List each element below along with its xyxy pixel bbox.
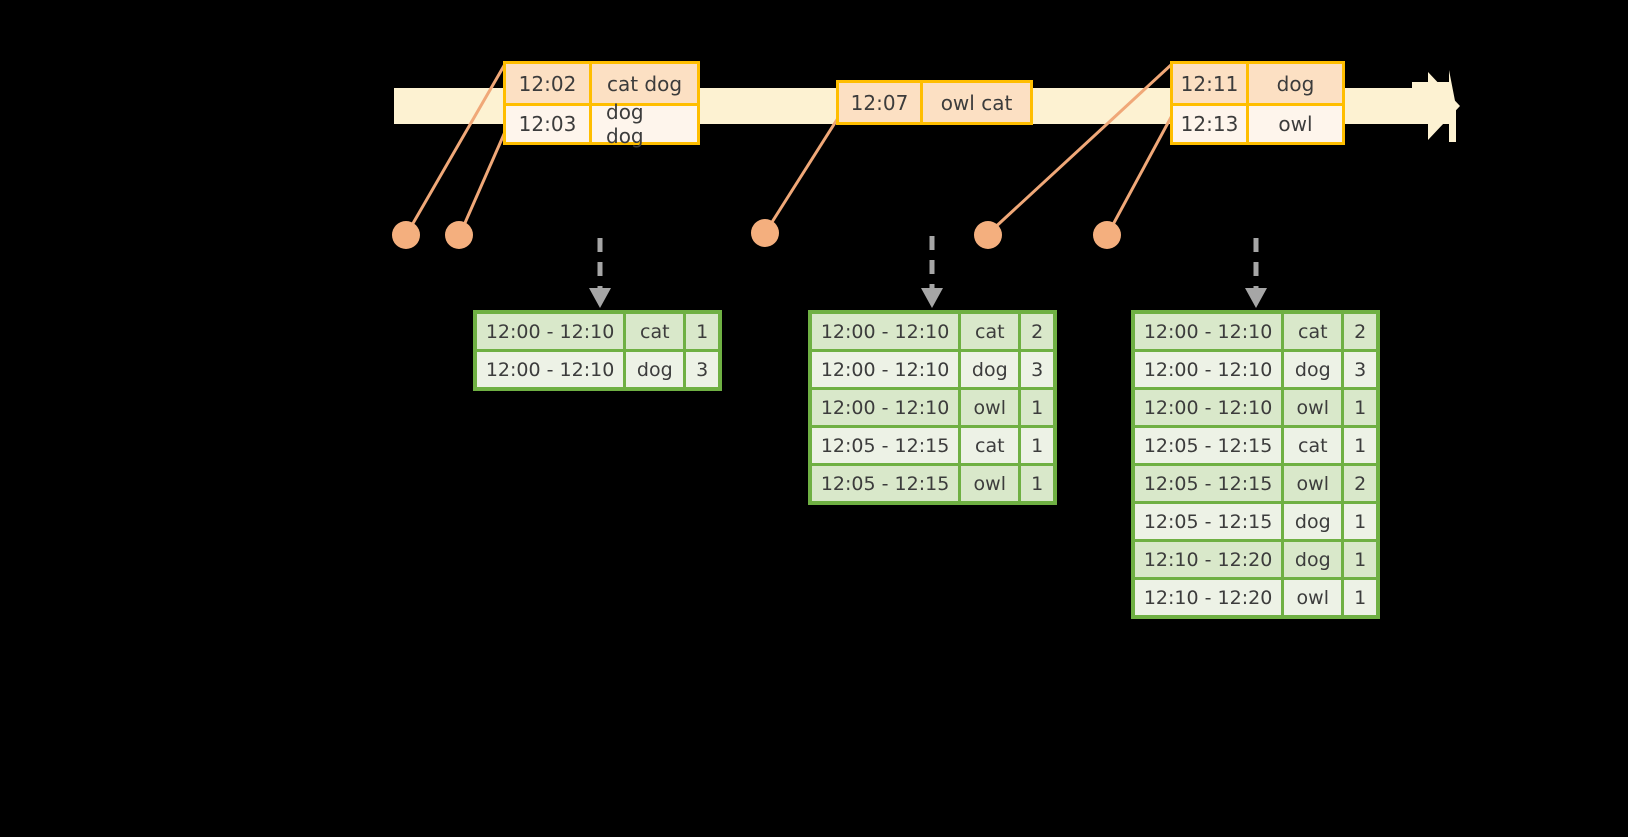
window-cell: 12:00 - 12:10 — [812, 390, 959, 425]
window-cell: 12:10 - 12:20 — [1135, 580, 1282, 615]
count-cell: 2 — [1021, 314, 1053, 349]
event-row: 12:02 cat dog — [506, 64, 697, 103]
connector-line-3 — [765, 117, 840, 231]
event-dot-1 — [392, 221, 420, 249]
count-cell: 1 — [1344, 504, 1376, 539]
count-cell: 1 — [1344, 428, 1376, 463]
event-words: cat dog — [606, 71, 683, 96]
connector-line-5 — [1107, 107, 1178, 233]
dashed-arrow-2 — [921, 236, 943, 308]
event-time: 12:02 — [506, 64, 592, 103]
window-cell: 12:10 - 12:20 — [1135, 542, 1282, 577]
count-cell: 2 — [1344, 466, 1376, 501]
count-cell: 1 — [1021, 428, 1053, 463]
word-cell: cat — [1284, 428, 1342, 463]
event-dot-2 — [445, 221, 473, 249]
dashed-arrow-3 — [1245, 238, 1267, 308]
count-cell: 3 — [1021, 352, 1053, 387]
count-cell: 1 — [1344, 580, 1376, 615]
word-cell: cat — [961, 428, 1019, 463]
word-cell: owl — [1284, 390, 1342, 425]
event-time: 12:13 — [1173, 106, 1249, 142]
event-box[interactable]: 12:02 cat dog 12:03 dog dog — [503, 61, 700, 148]
word-cell: dog — [626, 352, 684, 387]
event-words: owl — [1278, 112, 1313, 136]
event-time: 12:11 — [1173, 64, 1249, 103]
event-words: dog — [1276, 71, 1315, 96]
event-row: 12:11 dog — [1173, 64, 1342, 103]
event-row: 12:07 owl cat — [839, 83, 1030, 122]
word-cell: dog — [1284, 542, 1342, 577]
count-cell: 1 — [686, 314, 718, 349]
word-cell: cat — [626, 314, 684, 349]
word-cell: dog — [1284, 352, 1342, 387]
event-row: 12:03 dog dog — [506, 100, 697, 148]
event-row: 12:13 owl — [1173, 103, 1342, 142]
word-cell: dog — [961, 352, 1019, 387]
event-dot-4 — [974, 221, 1002, 249]
count-cell: 3 — [1344, 352, 1376, 387]
window-cell: 12:05 - 12:15 — [1135, 504, 1282, 539]
window-cell: 12:00 - 12:10 — [477, 352, 624, 387]
word-cell: owl — [961, 466, 1019, 501]
window-cell: 12:00 - 12:10 — [1135, 352, 1282, 387]
event-words: owl cat — [940, 90, 1013, 115]
event-box[interactable]: 12:11 dog 12:13 owl — [1170, 61, 1345, 145]
word-cell: owl — [961, 390, 1019, 425]
count-cell: 1 — [1344, 542, 1376, 577]
window-cell: 12:00 - 12:10 — [812, 314, 959, 349]
word-cell: owl — [1284, 466, 1342, 501]
event-words: dog dog — [606, 100, 644, 148]
window-cell: 12:05 - 12:15 — [1135, 428, 1282, 463]
word-cell: dog — [1284, 504, 1342, 539]
dashed-arrow-1 — [589, 238, 611, 308]
event-dot-3 — [751, 219, 779, 247]
window-cell: 12:05 - 12:15 — [812, 428, 959, 463]
window-cell: 12:00 - 12:10 — [477, 314, 624, 349]
window-cell: 12:00 - 12:10 — [1135, 314, 1282, 349]
count-cell: 3 — [686, 352, 718, 387]
event-time: 12:03 — [506, 106, 592, 142]
window-cell: 12:00 - 12:10 — [812, 352, 959, 387]
word-cell: cat — [961, 314, 1019, 349]
window-cell: 12:05 - 12:15 — [812, 466, 959, 501]
word-cell: cat — [1284, 314, 1342, 349]
count-cell: 1 — [1021, 390, 1053, 425]
event-time: 12:07 — [839, 83, 923, 122]
window-cell: 12:05 - 12:15 — [1135, 466, 1282, 501]
count-cell: 2 — [1344, 314, 1376, 349]
event-box[interactable]: 12:07 owl cat — [836, 80, 1033, 125]
event-dot-5 — [1093, 221, 1121, 249]
word-cell: owl — [1284, 580, 1342, 615]
window-cell: 12:00 - 12:10 — [1135, 390, 1282, 425]
count-cell: 1 — [1344, 390, 1376, 425]
count-cell: 1 — [1021, 466, 1053, 501]
